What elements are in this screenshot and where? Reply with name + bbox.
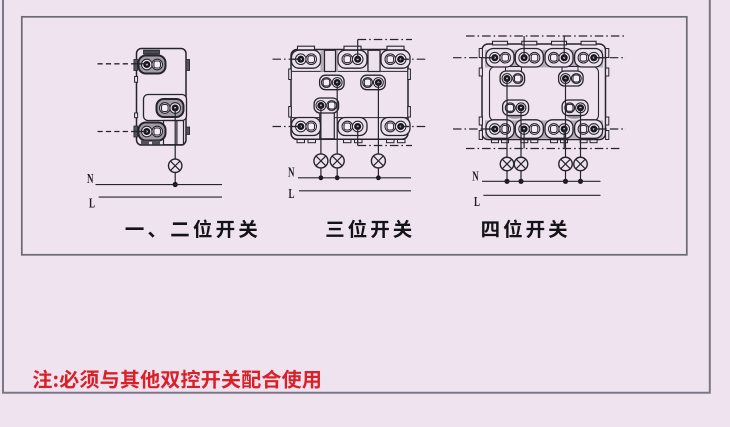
svg-text:L: L [289,187,295,201]
svg-text:N: N [472,170,478,184]
svg-text:N: N [288,166,294,180]
svg-text:N: N [87,172,93,186]
svg-text:L: L [474,196,480,210]
svg-text:L: L [89,197,95,211]
